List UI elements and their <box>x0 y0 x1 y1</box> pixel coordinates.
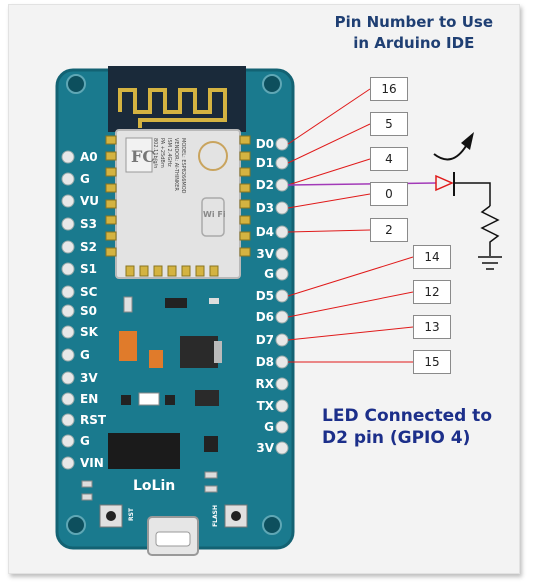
mount-hole-tr <box>262 74 282 94</box>
resistor-1 <box>121 395 131 405</box>
gpio-number-box: 14 <box>413 245 451 269</box>
pin-label-left: SK <box>80 325 98 339</box>
resistor-symbol <box>480 205 500 256</box>
module-pads <box>105 135 251 277</box>
wifi-logo-text: Wi Fi <box>203 210 226 219</box>
gpio-number-box: 13 <box>413 315 451 339</box>
gpio-number-box: 12 <box>413 280 451 304</box>
resistor-array <box>195 390 219 406</box>
led-connection-note: LED Connected to D2 pin (GPIO 4) <box>322 405 492 449</box>
tantalum-cap-2 <box>149 350 163 368</box>
d2-led-wire <box>287 182 437 186</box>
smd-r3 <box>204 471 218 479</box>
module-text-line: 802.11b/g/n <box>152 138 158 169</box>
smd-r4 <box>204 485 218 493</box>
gpio-number-box: 5 <box>370 112 408 136</box>
led-indicator <box>138 392 160 406</box>
antenna-trace <box>118 88 227 128</box>
tantalum-cap-1 <box>119 331 137 361</box>
gpio-number-box: 4 <box>370 147 408 171</box>
pin-label-left: VU <box>80 194 100 208</box>
ic-small-1 <box>165 298 187 308</box>
gpio-number-box: 0 <box>370 182 408 206</box>
module-text-line: PA +25dBm <box>159 138 165 168</box>
board-brand-label: LoLin <box>133 478 176 494</box>
led-symbol <box>435 174 454 192</box>
module-text-line: MODEL: ESP8266MOD <box>180 138 186 194</box>
gpio-number-box: 2 <box>370 218 408 242</box>
module-text-line: VENDOR: AI-THINKER <box>173 138 179 191</box>
smd-r2 <box>81 493 93 501</box>
light-emission-arrow <box>433 145 467 161</box>
gpio-connector-lines <box>287 88 414 363</box>
resistor-2 <box>165 395 175 405</box>
d2-line-to-gpio4 <box>287 158 371 186</box>
pin-label-left: 3V <box>80 371 98 385</box>
smd-r1 <box>81 480 93 488</box>
usb-serial-chip <box>108 433 180 469</box>
pin-label-left: EN <box>80 392 99 406</box>
pin-label-left: G <box>80 434 90 448</box>
pin-label-right: TX <box>256 399 274 413</box>
note-line-1: LED Connected to <box>322 406 492 426</box>
regulator-tab <box>214 341 222 363</box>
pin-label-right: RX <box>255 377 275 391</box>
pin-label-right: D2 <box>255 178 274 192</box>
pin-label-right: D4 <box>255 225 274 239</box>
fc-logo <box>125 137 153 173</box>
pin-label-right: G <box>264 267 274 281</box>
transistor <box>204 436 218 452</box>
pin-label-left: S0 <box>80 304 97 318</box>
flash-button-label: FLASH <box>212 505 219 527</box>
rst-button-label: RST <box>128 508 135 522</box>
fc-logo-text: FC <box>131 147 155 166</box>
pin-label-right: D3 <box>255 201 274 215</box>
pin-label-right: D8 <box>255 355 274 369</box>
pin-label-right: D7 <box>255 333 274 347</box>
mount-hole-bl <box>66 515 86 535</box>
ground-symbol <box>478 256 502 270</box>
cap-2 <box>209 298 219 304</box>
pin-label-right: D1 <box>255 156 274 170</box>
pin-label-right: D5 <box>255 289 274 303</box>
pin-label-left: VIN <box>80 456 104 470</box>
pin-label-left: S1 <box>80 262 97 276</box>
left-header-pins <box>61 150 75 470</box>
voltage-regulator <box>180 336 218 368</box>
cap-1 <box>123 296 133 313</box>
pin-label-left: RST <box>80 413 107 427</box>
gpio-number-box: 16 <box>370 77 408 101</box>
pin-label-left: S3 <box>80 217 97 231</box>
pin-label-left: A0 <box>80 150 98 164</box>
gpio-number-box: 15 <box>413 350 451 374</box>
pin-label-right: 3V <box>256 247 274 261</box>
pin-label-left: S2 <box>80 240 97 254</box>
mount-hole-br <box>262 515 282 535</box>
header-title: Pin Number to Use in Arduino IDE <box>335 12 493 54</box>
pin-label-right: G <box>264 420 274 434</box>
pin-label-right: 3V <box>256 441 274 455</box>
pin-label-left: G <box>80 348 90 362</box>
pin-label-left: SC <box>80 285 98 299</box>
pin-label-left: G <box>80 172 90 186</box>
mount-hole-tl <box>66 74 86 94</box>
pin-label-right: D6 <box>255 310 274 324</box>
wifi-logo <box>201 197 225 237</box>
right-header-pins <box>275 137 289 455</box>
header-line-2: in Arduino IDE <box>353 34 475 52</box>
ai-thinker-logo <box>198 141 228 171</box>
header-line-1: Pin Number to Use <box>334 13 493 31</box>
led-to-resistor-wire <box>454 182 491 206</box>
module-text-line: ISM 2.4GHz <box>166 138 172 167</box>
module-text-block: MODEL: ESP8266MOD VENDOR: AI-THINKER ISM… <box>151 138 186 194</box>
note-line-2: D2 pin (GPIO 4) <box>322 428 471 448</box>
pin-label-right: D0 <box>255 137 274 151</box>
